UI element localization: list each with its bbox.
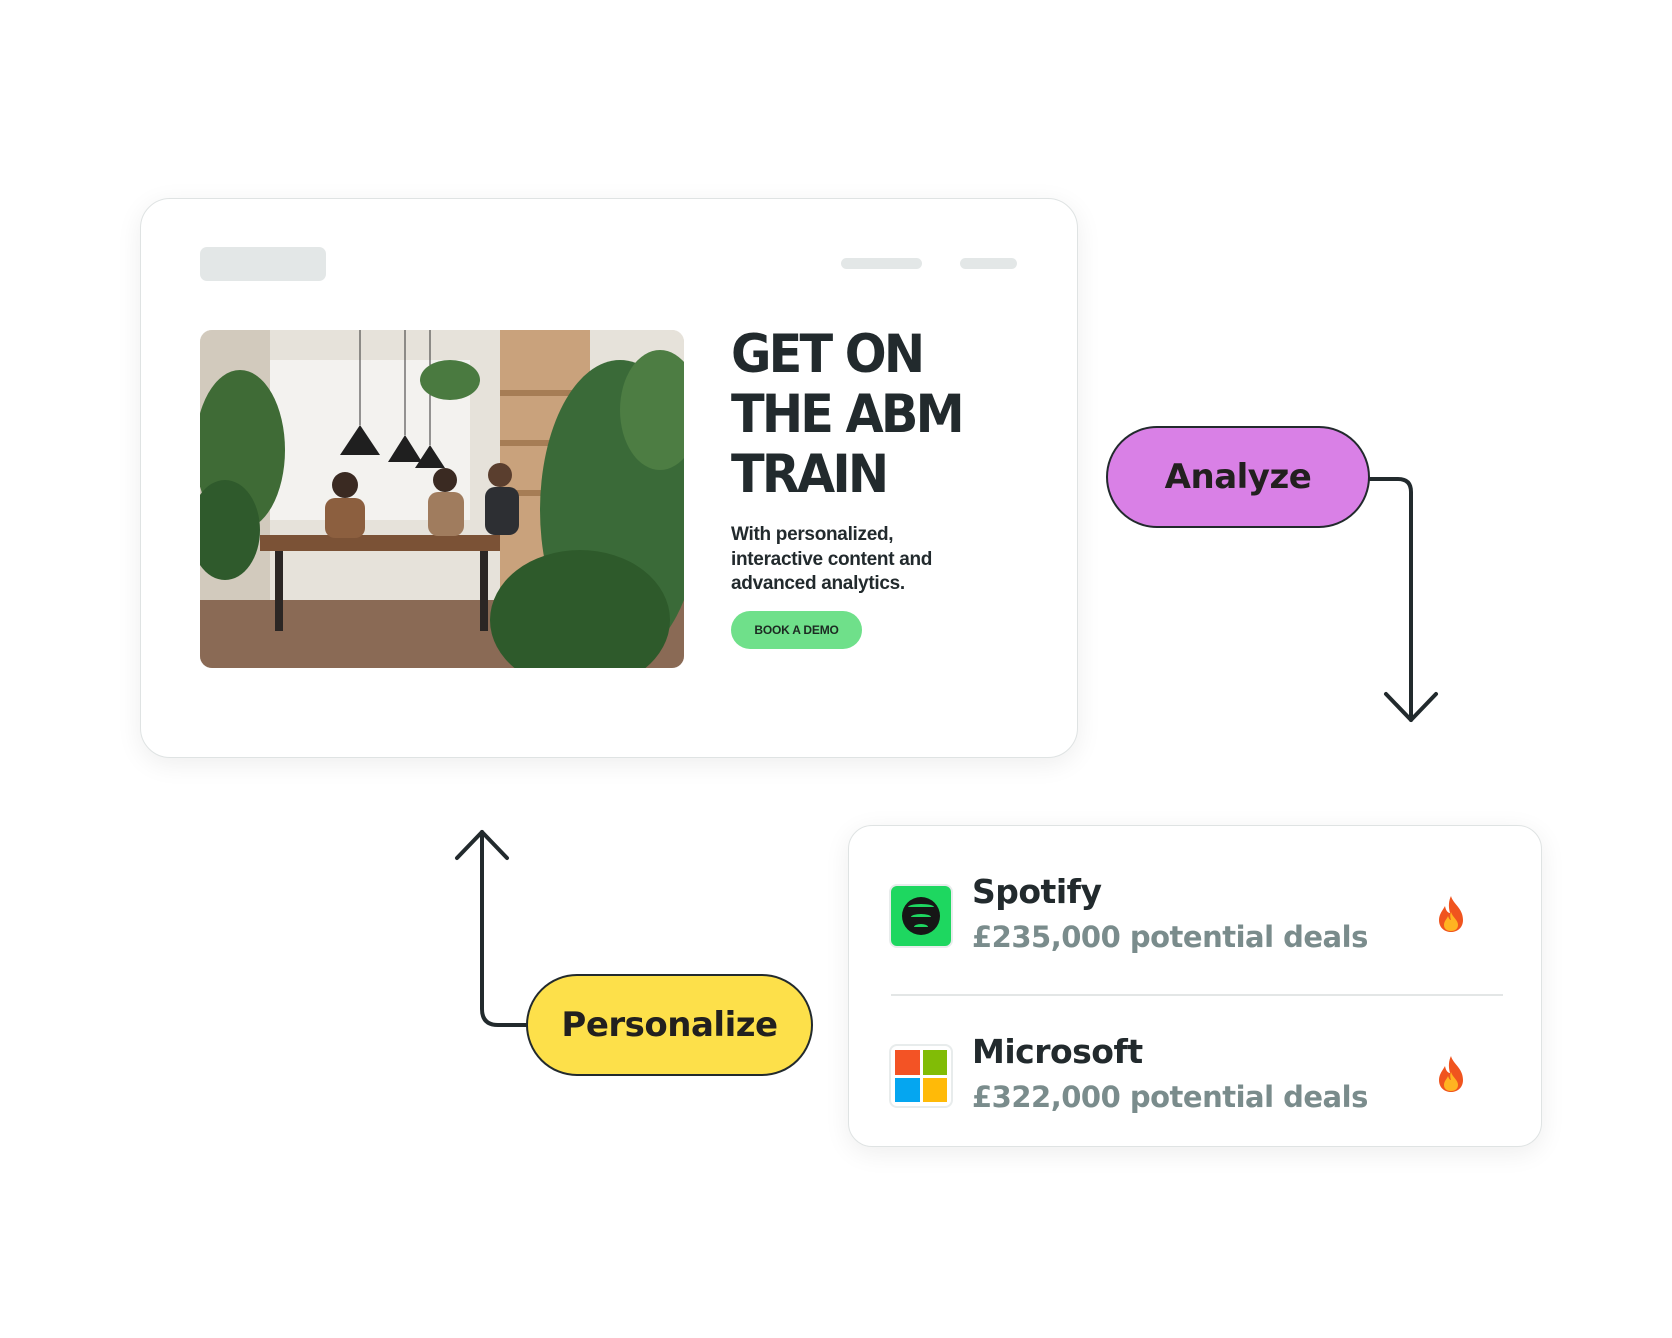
personalize-step: Personalize: [526, 974, 813, 1076]
account-deal-value: £235,000 potential deals: [972, 920, 1368, 954]
website-preview-card: GET ON THE ABM TRAIN With personalized, …: [140, 198, 1078, 758]
office-meeting-photo: [200, 330, 684, 668]
nav-placeholder: [841, 258, 922, 269]
hero-title-line: TRAIN: [731, 444, 889, 505]
account-deal-value: £322,000 potential deals: [972, 1080, 1368, 1114]
list-item: Microsoft £322,000 potential deals: [889, 1032, 1501, 1134]
book-demo-button[interactable]: BOOK A DEMO: [731, 611, 862, 649]
microsoft-icon: [889, 1044, 953, 1108]
account-name: Spotify: [972, 872, 1102, 911]
analyze-arrowhead: [1384, 692, 1438, 722]
personalize-arrowhead: [455, 830, 509, 860]
fire-icon: [1439, 1056, 1463, 1092]
spotify-icon: [889, 884, 953, 948]
account-name: Microsoft: [972, 1032, 1143, 1071]
analyze-arrow: [1368, 477, 1413, 722]
divider: [891, 994, 1503, 996]
list-item: Spotify £235,000 potential deals: [889, 872, 1501, 974]
analyze-step: Analyze: [1106, 426, 1370, 528]
hero-title: GET ON THE ABM TRAIN: [731, 325, 1010, 505]
hero-photo: [200, 330, 684, 668]
nav-placeholder: [960, 258, 1017, 269]
hero-subtitle: With personalized, interactive content a…: [731, 524, 933, 594]
accounts-card: Spotify £235,000 potential deals Microso…: [848, 825, 1542, 1147]
personalize-arrow: [480, 830, 528, 1027]
hero-title-line: GET ON: [731, 324, 925, 385]
logo-placeholder: [200, 247, 326, 281]
fire-icon: [1439, 896, 1463, 932]
hero-title-line: THE ABM: [731, 384, 965, 445]
